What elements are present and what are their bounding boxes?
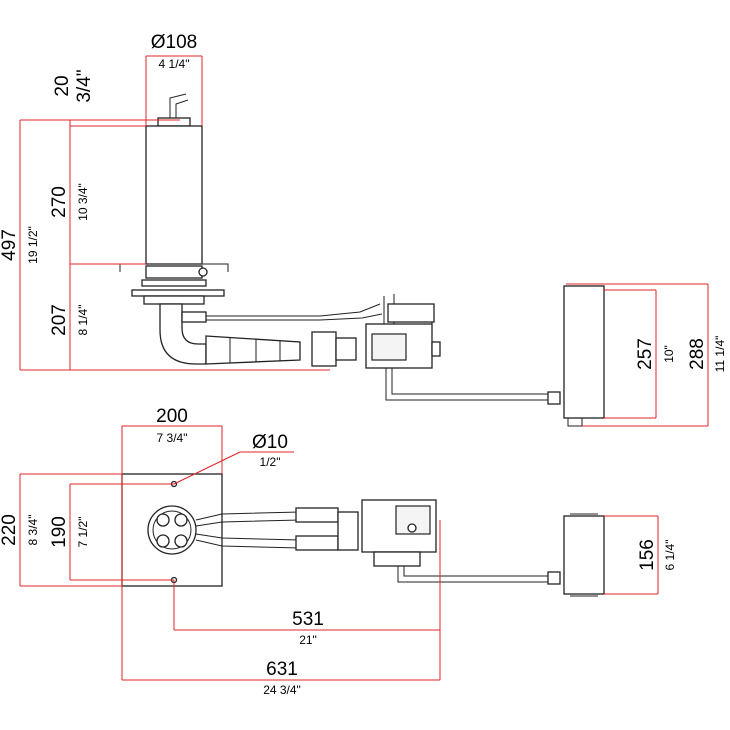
overall-length-mm: 631: [266, 659, 298, 680]
side-view-dimensions: [19, 55, 709, 427]
flange-collar: [145, 265, 203, 279]
control-box-top-edge: [570, 513, 598, 597]
body-height-mm: 270: [49, 186, 70, 218]
top-cap: [157, 117, 191, 127]
valve-top: [387, 303, 435, 323]
flange: [119, 263, 229, 272]
hole-to-valve-inch: 21": [299, 633, 317, 647]
plate-width-inch: 7 3/4": [157, 431, 188, 445]
hose-coupling-bottom: [295, 535, 339, 551]
side-view: [119, 93, 605, 427]
supply-pipe: [385, 368, 548, 401]
top-offset-mm: 20: [52, 75, 73, 96]
box-total-height-mm: 288: [687, 338, 708, 370]
top-offset-inch: 3/4": [74, 69, 95, 102]
cable-clip: [181, 311, 207, 323]
solenoid-mid: [335, 337, 357, 361]
hole-to-valve-mm: 531: [292, 609, 324, 630]
body-height-inch: 10 3/4": [76, 183, 90, 221]
hole-spacing-inch: 7 1/2": [76, 517, 90, 548]
box-height-inch: 10": [662, 345, 676, 363]
lower-height-inch: 8 1/4": [76, 305, 90, 336]
hole-diameter-inch: 1/2": [260, 455, 281, 469]
box-depth-inch: 6 1/4": [663, 540, 677, 571]
outlet-port-br: [174, 534, 188, 548]
lower-height-mm: 207: [49, 304, 70, 336]
mount-ring: [141, 279, 207, 287]
hole-diameter-mm: Ø10: [252, 432, 288, 453]
tapered-hose: [205, 335, 301, 365]
overall-height-mm: 497: [0, 229, 20, 261]
valve-coil: [371, 333, 407, 361]
top-view-dimensions: [19, 425, 659, 681]
outlet-port-right: [174, 513, 188, 527]
solenoid-left: [311, 331, 337, 367]
control-box: [563, 285, 605, 419]
pipe-nut: [547, 391, 561, 405]
mount-base: [143, 295, 205, 305]
top-diameter-mm: Ø108: [151, 32, 197, 53]
outlet-ring-outer: [147, 505, 197, 555]
outlet-port-left: [156, 513, 170, 527]
hose-connector: [337, 511, 359, 551]
control-box-top: [563, 515, 605, 595]
overall-length-inch: 24 3/4": [263, 683, 301, 697]
top-view: [121, 473, 605, 597]
supply-pipe-top: [397, 566, 548, 583]
hose-ribs: [229, 338, 281, 363]
cable-upper: [200, 303, 383, 321]
plate-height-inch: 8 3/4": [26, 515, 40, 546]
box-depth-mm: 156: [637, 539, 658, 571]
outlet-port-bl: [156, 534, 170, 548]
outlet-ring-inner: [152, 510, 192, 550]
flange-nut: [198, 267, 208, 277]
plate-width-mm: 200: [156, 406, 188, 427]
box-total-height-inch: 11 1/4": [713, 336, 727, 373]
valve-side: [431, 341, 441, 357]
top-fitting: [169, 93, 189, 118]
mount-plate: [131, 289, 225, 297]
pipe-nut-top: [547, 571, 561, 585]
valve-bracket: [373, 551, 421, 567]
box-height-mm: 257: [635, 338, 656, 370]
overall-height-inch: 19 1/2": [26, 226, 40, 264]
cylinder-body: [145, 125, 203, 265]
hose-coupling-top: [295, 507, 339, 523]
valve-screw: [407, 523, 417, 533]
plate-height-mm: 220: [0, 514, 20, 546]
hole-spacing-mm: 190: [49, 516, 70, 548]
top-diameter-inch: 4 1/4": [159, 57, 190, 71]
hoses: [195, 511, 301, 549]
